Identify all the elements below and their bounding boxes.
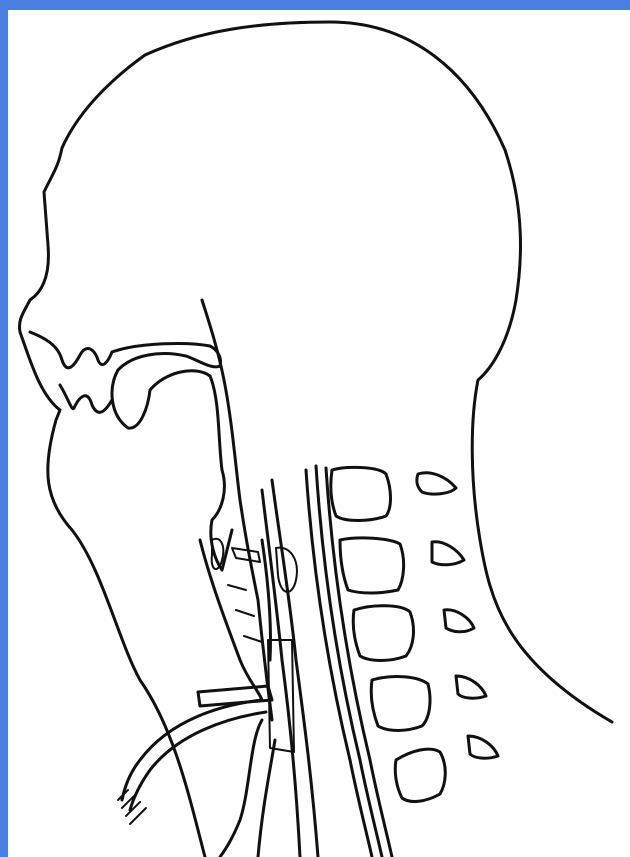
thyroid-cartilage <box>232 548 260 562</box>
tracheal-ring-1 <box>228 585 246 590</box>
trachea-lower-inner <box>258 740 275 857</box>
cervical-vertebra-c5 <box>371 677 430 731</box>
trachea-anterior <box>200 540 262 700</box>
tongue <box>112 370 222 470</box>
lower-lip <box>60 385 112 412</box>
spinous-process-1 <box>417 473 456 494</box>
hard-palate <box>112 344 221 370</box>
posterior-pharyngeal-wall <box>202 300 272 720</box>
spinous-process-5 <box>468 736 498 758</box>
tracheal-ring-3 <box>244 636 262 642</box>
cervical-vertebra-c6 <box>395 749 445 801</box>
spinous-process-4 <box>456 676 486 698</box>
cervical-vertebra-c2 <box>331 467 391 520</box>
tracheostomy-cannula-outer <box>122 700 262 800</box>
spinous-process-3 <box>444 610 474 632</box>
upper-lip <box>30 332 112 368</box>
spinous-process-2 <box>432 542 464 565</box>
epiglottis <box>211 470 232 570</box>
tracheal-ring-2 <box>236 610 254 616</box>
head-profile-outline <box>19 22 612 857</box>
cervical-vertebra-c3 <box>340 538 404 593</box>
trachea-lower-loop <box>220 720 262 857</box>
cervical-vertebra-c4 <box>353 606 413 661</box>
